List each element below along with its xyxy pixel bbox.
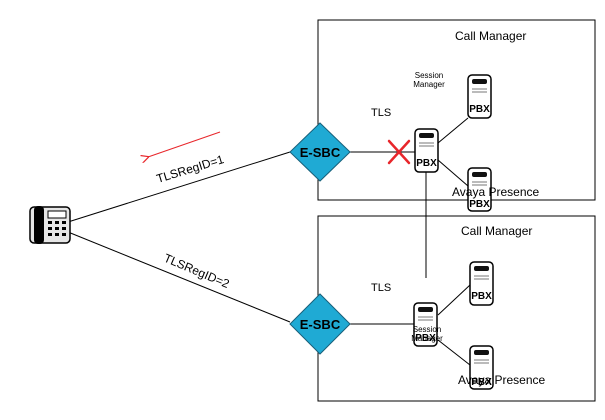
top-tls-label: TLS <box>371 107 392 119</box>
top-session-manager-label: Session Manager <box>405 71 453 89</box>
bottom-session-manager-label-line2: Manager <box>411 334 443 343</box>
top-pbx-label: PBX <box>469 104 490 115</box>
bottom-esbc-node: E-SBC <box>289 293 351 355</box>
top-esbc-node: E-SBC <box>289 122 351 182</box>
top-esbc-label: E-SBC <box>300 145 341 160</box>
top-call-manager-title: Call Manager <box>455 29 527 43</box>
bottom-tls-label: TLS <box>371 282 392 294</box>
top-registration-label: TLSRegID=1 <box>155 152 226 186</box>
top-presence-label: Avaya Presence <box>452 185 540 199</box>
bottom-pbx-icon: PBX <box>469 261 494 306</box>
top-session-manager-pbx-label: PBX <box>416 158 437 169</box>
desk-phone-icon <box>29 206 71 244</box>
bottom-session-manager-pbx-label: PBX <box>415 333 436 344</box>
bottom-call-manager-title: Call Manager <box>461 224 533 238</box>
bottom-presence-pbx-label: PBX <box>471 377 492 388</box>
link-top-sm-to-presence <box>437 159 469 187</box>
top-session-manager-label-line1: Session <box>414 71 444 80</box>
bottom-esbc-label: E-SBC <box>300 317 341 332</box>
link-phone-to-bottom-esbc <box>67 231 291 323</box>
top-session-manager-pbx-icon: PBX <box>414 128 439 173</box>
link-top-sm-to-pbx <box>437 117 469 144</box>
link-bottom-sm-to-presence <box>437 339 471 366</box>
bottom-pbx-label: PBX <box>471 291 492 302</box>
bottom-session-manager-label-line1: Session <box>412 325 442 334</box>
top-presence-pbx-label: PBX <box>469 199 490 210</box>
bottom-call-manager-box <box>317 215 596 402</box>
bottom-session-manager-pbx-icon: PBX <box>413 302 438 347</box>
bottom-presence-label: Avaya Presence <box>458 373 546 387</box>
top-presence-pbx-icon: PBX <box>467 167 492 212</box>
red-x-icon <box>387 139 411 165</box>
link-phone-to-top-esbc <box>67 151 291 223</box>
top-pbx-icon: PBX <box>467 74 492 119</box>
top-call-manager-box <box>317 19 596 201</box>
bottom-registration-label: TLSRegID=2 <box>162 251 232 291</box>
top-session-manager-label-line2: Manager <box>413 80 445 89</box>
failover-arrow <box>148 131 221 157</box>
bottom-session-manager-label: Session Manager <box>403 325 451 343</box>
link-bottom-sm-to-pbx <box>437 284 471 316</box>
bottom-presence-pbx-icon: PBX <box>469 345 494 390</box>
